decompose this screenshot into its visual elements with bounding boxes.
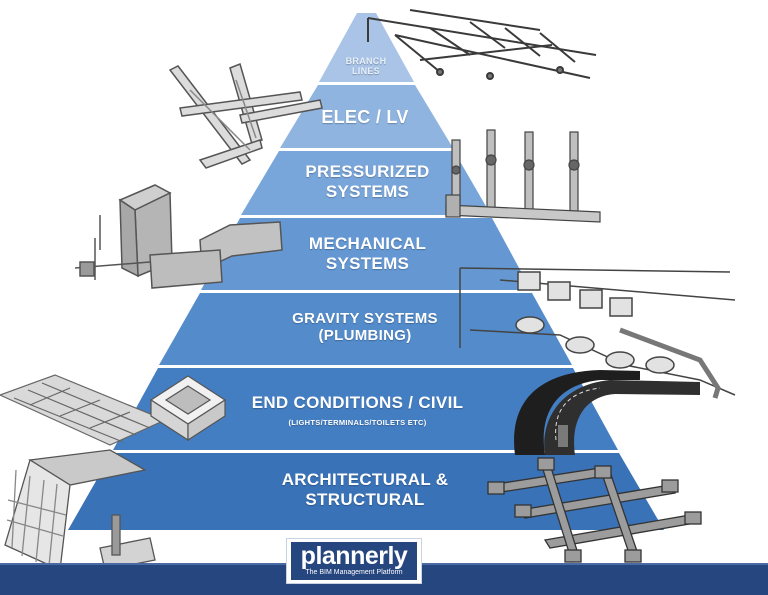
level-label-elec-line1: ELEC / LV xyxy=(321,107,409,127)
level-label-arch-line2: STRUCTURAL xyxy=(305,489,425,509)
pressurized-pipe-risers-icon xyxy=(445,129,601,223)
air-terminal-icon xyxy=(149,375,227,442)
plumbing-fixtures-icon xyxy=(459,267,736,399)
level-label-arch-line1: ARCHITECTURAL & xyxy=(281,470,449,489)
curved-road-icon xyxy=(514,370,700,455)
logo-badge: plannerly The BIM Management Platform xyxy=(291,542,417,580)
level-label-mechanical-line1: MECHANICAL xyxy=(308,234,427,253)
level-label-pressurized: PRESSURIZED SYSTEMS xyxy=(255,162,480,201)
level-label-end-sub: (LIGHTS/TERMINALS/TOILETS ETC) xyxy=(288,417,427,427)
pyramid-level-mechanical xyxy=(201,218,531,290)
level-label-pressurized-line1: PRESSURIZED xyxy=(305,162,430,181)
logo-tagline: The BIM Management Platform xyxy=(305,569,403,576)
hvac-ductwork-icon xyxy=(74,184,283,289)
level-label-gravity-line2: (PLUMBING) xyxy=(318,327,412,345)
level-label-mechanical-line2: SYSTEMS xyxy=(325,253,410,273)
level-label-elec: ELEC / LV xyxy=(290,107,440,128)
logo-name: plannerly xyxy=(300,542,408,570)
cable-tray-icon xyxy=(168,62,323,169)
level-label-branch-line2: LINES xyxy=(351,66,380,77)
level-label-gravity: GRAVITY SYSTEMS (PLUMBING) xyxy=(210,310,520,345)
level-label-end-line1: END CONDITIONS / CIVIL xyxy=(251,393,464,412)
pyramid-level-elec xyxy=(280,85,453,148)
level-label-branch-line1: BRANCH xyxy=(345,56,387,66)
pyramid-level-gravity xyxy=(159,293,572,365)
pyramid-level-pressurized xyxy=(241,151,491,215)
sprinkler-branch-lines-icon xyxy=(367,9,597,80)
level-label-pressurized-line2: SYSTEMS xyxy=(325,181,410,201)
foundation-grid-icon xyxy=(487,457,702,563)
curtain-wall-structure-icon xyxy=(4,449,156,571)
plannerly-logo: plannerly The BIM Management Platform xyxy=(286,538,422,584)
level-label-gravity-line1: GRAVITY SYSTEMS xyxy=(292,310,438,327)
level-label-end: END CONDITIONS / CIVIL (LIGHTS/TERMINALS… xyxy=(225,393,490,427)
level-label-arch: ARCHITECTURAL & STRUCTURAL xyxy=(230,470,500,509)
level-label-mechanical: MECHANICAL SYSTEMS xyxy=(225,234,510,273)
pyramid xyxy=(68,13,664,530)
pyramid-level-end xyxy=(113,368,618,450)
pyramid-level-branch xyxy=(319,13,414,82)
level-label-branch: BRANCH LINES xyxy=(316,56,416,77)
